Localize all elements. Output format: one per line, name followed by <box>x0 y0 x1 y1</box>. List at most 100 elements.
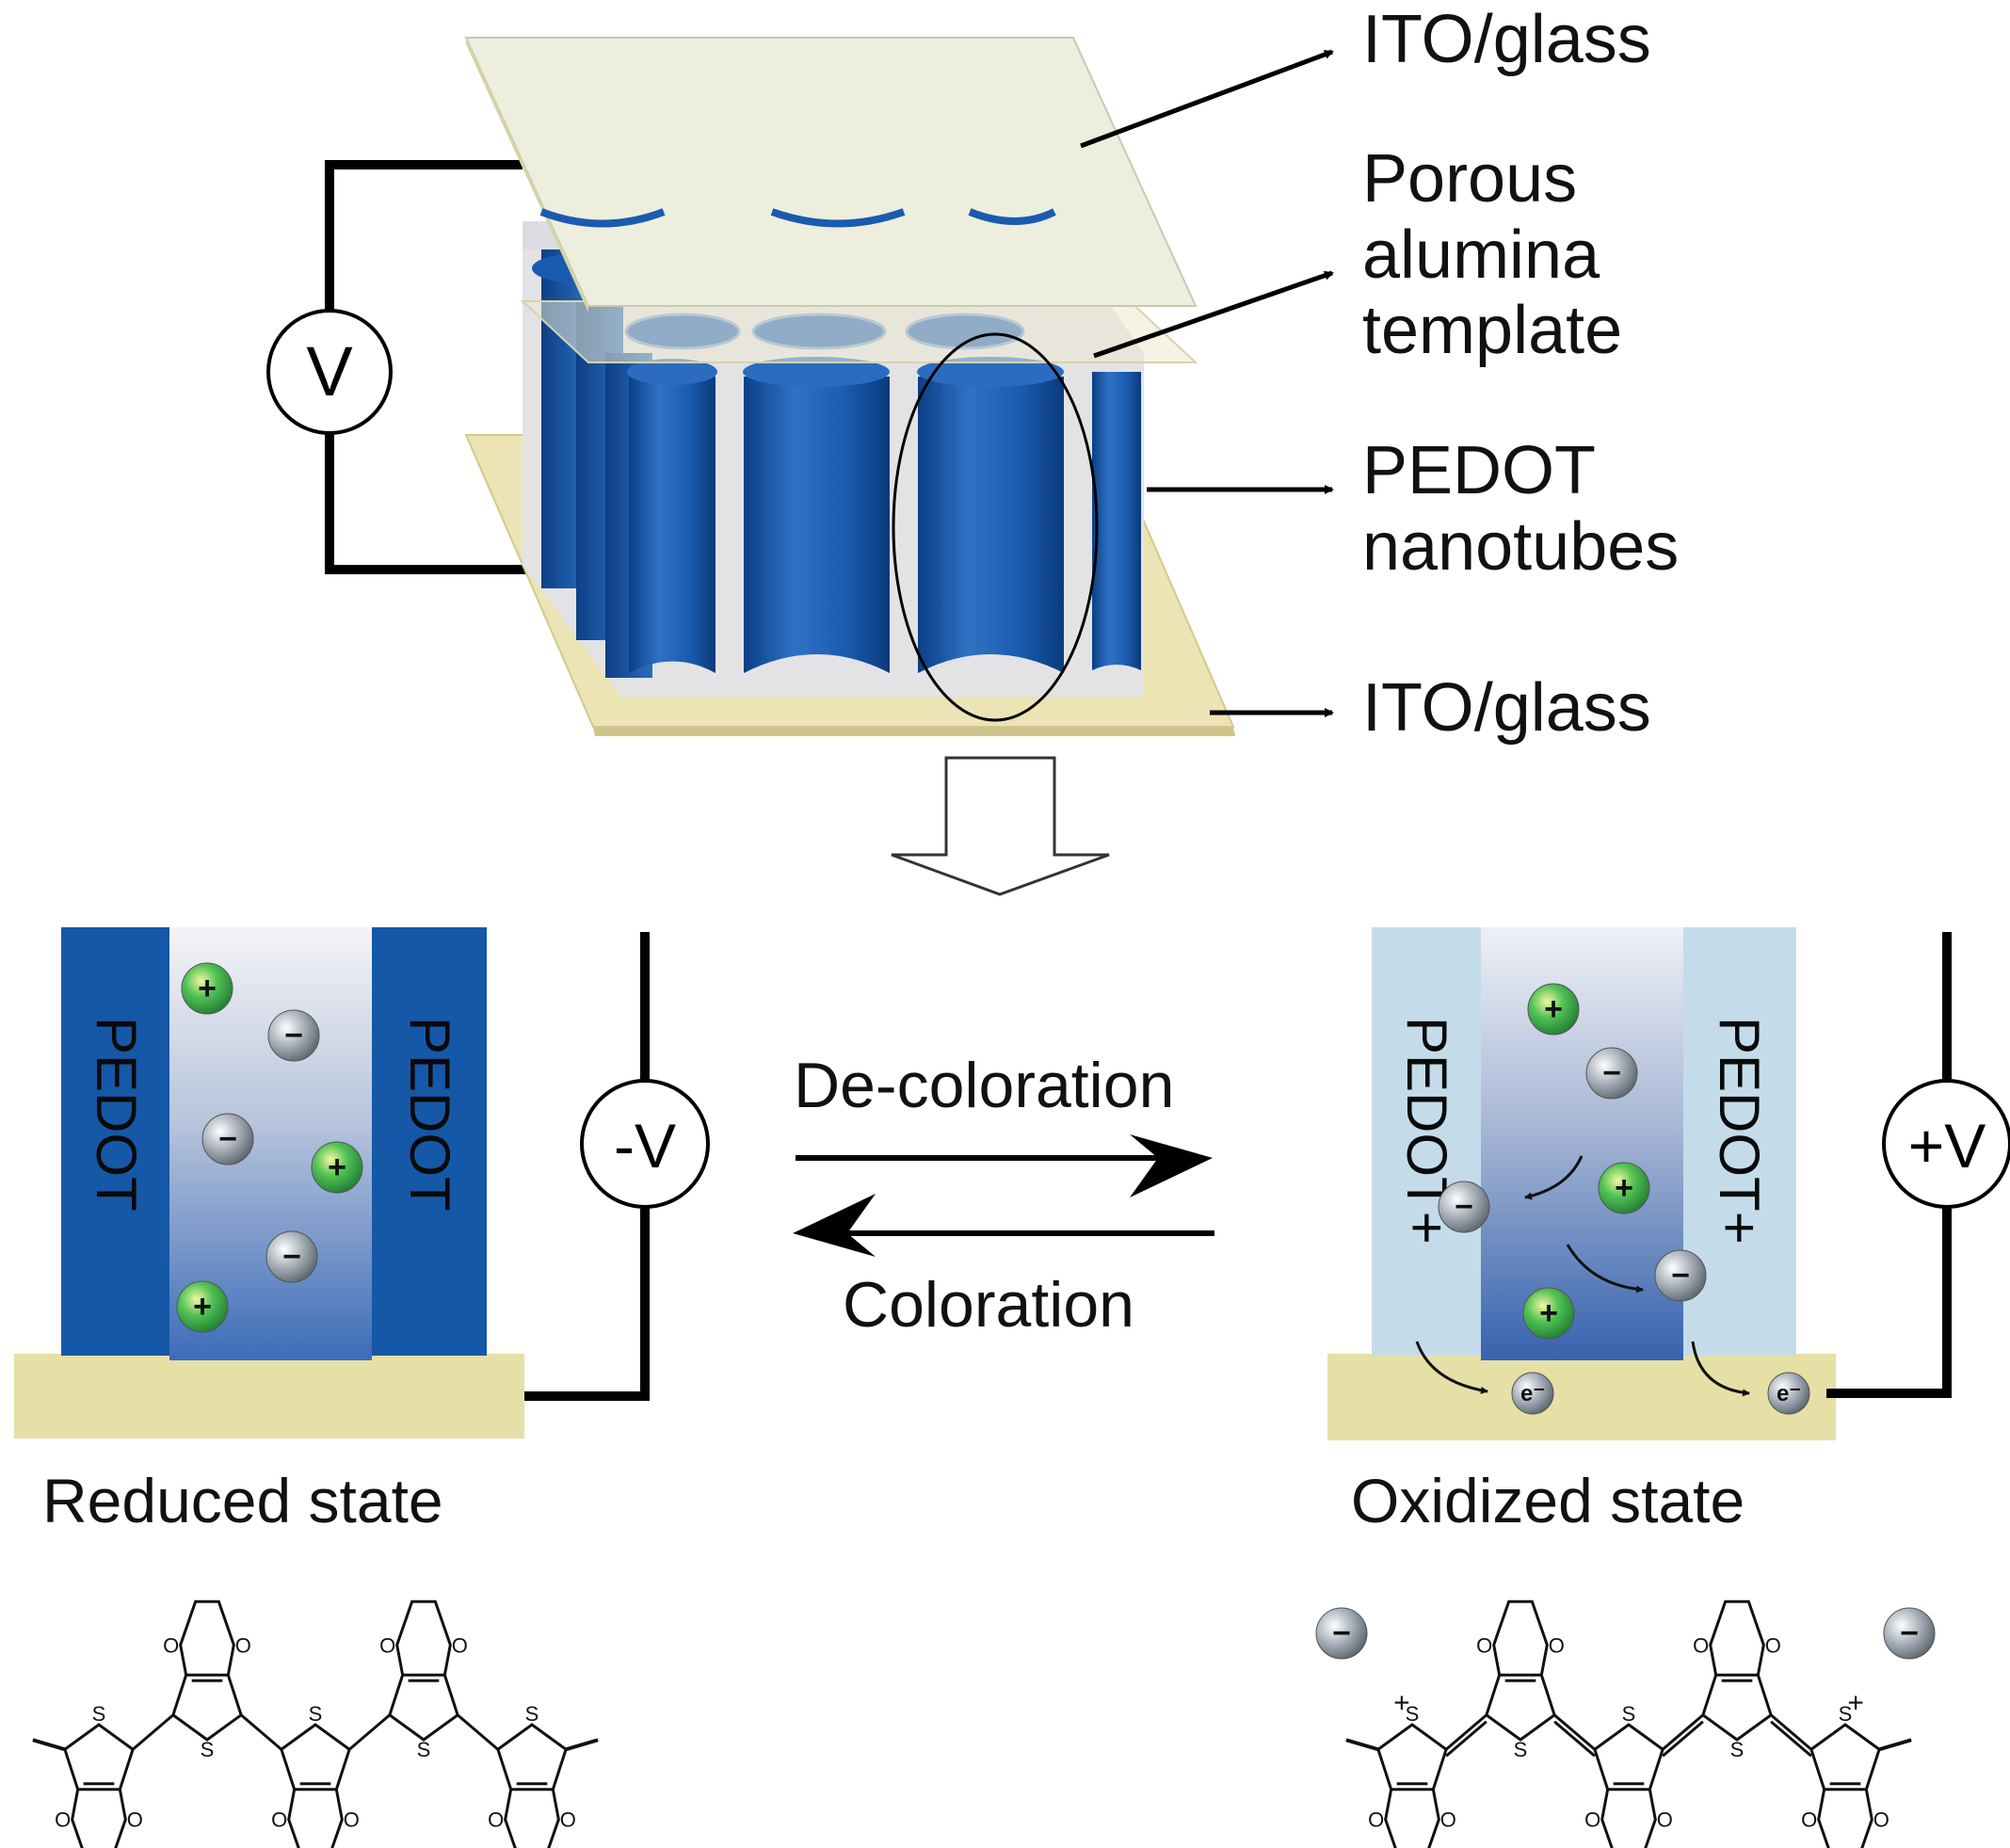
anion-path-arrow-1 <box>1524 1155 1584 1200</box>
arrow-ito-top <box>1080 49 1334 149</box>
sulfur-atom: S <box>1622 1702 1636 1726</box>
oxygen-atom: O <box>55 1808 71 1832</box>
cation-ion: + <box>1522 1287 1575 1340</box>
anion-ion: − <box>1438 1181 1490 1233</box>
oxygen-atom: O <box>452 1633 468 1657</box>
oxygen-atom: O <box>1549 1633 1565 1657</box>
oxidized-ito-substrate <box>1327 1354 1836 1440</box>
oxygen-atom: O <box>1801 1808 1817 1832</box>
anion-ion-symbol: − <box>1602 1055 1621 1091</box>
oxygen-atom: O <box>1657 1808 1673 1832</box>
reduced-pedot-left <box>61 927 169 1356</box>
electron-ion-symbol: e⁻ <box>1520 1381 1545 1406</box>
sulfur-atom: S <box>525 1702 539 1726</box>
anion-ion-symbol: − <box>284 1018 303 1053</box>
arrow-porous <box>1093 270 1334 359</box>
sulfur-atom: S <box>92 1702 106 1726</box>
nanotube-highlight-ellipse <box>892 332 1099 722</box>
oxygen-atom: O <box>1693 1633 1709 1657</box>
transition-down-arrow <box>891 756 1110 896</box>
oxygen-atom: O <box>1476 1633 1492 1657</box>
electron-ion: e⁻ <box>1511 1372 1554 1415</box>
voltmeter-top: V <box>266 309 393 435</box>
reduced-ito-substrate <box>14 1354 524 1438</box>
electron-ion-symbol: e⁻ <box>1777 1381 1801 1406</box>
anion-ion: − <box>1315 1607 1368 1660</box>
oxygen-atom: O <box>379 1633 395 1657</box>
sulfur-atom: S <box>1839 1702 1853 1726</box>
oxygen-atom: O <box>235 1633 251 1657</box>
oxygen-atom: O <box>1440 1808 1456 1832</box>
anion-ion-symbol: − <box>218 1121 237 1157</box>
cation-ion: + <box>311 1141 363 1194</box>
anion-ion-symbol: − <box>1671 1258 1690 1294</box>
anion-ion-symbol: − <box>1332 1615 1351 1651</box>
oxygen-atom: O <box>344 1808 360 1832</box>
oxygen-atom: O <box>1368 1808 1384 1832</box>
label-ito-glass-top: ITO/glass <box>1362 2 1651 77</box>
anion-ion: − <box>201 1113 254 1165</box>
oxidized-state-panel: PEDOT+ PEDOT+ +V <box>1327 927 2010 1440</box>
top-ito-glass-plate <box>464 37 1198 307</box>
label-porous-alumina-template: Porous alumina template <box>1362 141 1623 369</box>
sulfur-atom: S <box>1406 1702 1420 1726</box>
oxygen-atom: O <box>1765 1633 1781 1657</box>
cation-ion-symbol: + <box>198 971 217 1006</box>
label-reduced-state: Reduced state <box>42 1466 443 1535</box>
anion-ion: − <box>1654 1249 1707 1302</box>
label-pedot-nanotubes: PEDOT nanotubes <box>1362 433 1680 585</box>
cation-ion-symbol: + <box>1539 1295 1558 1331</box>
positive-charge: + <box>1847 1687 1864 1718</box>
sulfur-atom: S <box>1730 1738 1745 1761</box>
decoloration-arrowhead <box>1130 1134 1213 1197</box>
ions-layer: + − − + − + + − − + − + e⁻ e⁻ − − <box>176 962 1936 1660</box>
oxidized-pedot-right-label: PEDOT+ <box>1708 1017 1771 1245</box>
electron-path-arrow-2 <box>1691 1341 1750 1397</box>
electron-ion: e⁻ <box>1767 1372 1810 1415</box>
cation-ion: + <box>176 1280 229 1333</box>
oxygen-atom: O <box>1584 1808 1600 1832</box>
sulfur-atom: S <box>309 1702 323 1726</box>
anion-ion: − <box>265 1230 318 1283</box>
voltmeter-reduced: -V <box>580 1079 710 1209</box>
cation-ion-symbol: + <box>1544 991 1563 1027</box>
oxygen-atom: O <box>488 1808 504 1832</box>
anion-ion-symbol: − <box>1455 1189 1473 1225</box>
anion-ion: − <box>1883 1607 1936 1660</box>
anion-ion: − <box>267 1009 320 1062</box>
reduced-pedot-right <box>372 927 487 1356</box>
anion-ion-symbol: − <box>1900 1615 1919 1651</box>
reduced-pedot-right-label: PEDOT <box>398 1017 461 1212</box>
device-schematic: V <box>266 37 1334 736</box>
voltmeter-top-label: V <box>306 332 353 410</box>
anion-path-arrow-2 <box>1566 1244 1644 1294</box>
oxygen-atom: O <box>163 1633 179 1657</box>
cation-ion: + <box>1598 1162 1650 1214</box>
coloration-arrowhead <box>793 1194 876 1257</box>
cation-ion-symbol: + <box>1615 1170 1633 1206</box>
reduced-pedot-left-label: PEDOT <box>85 1017 148 1212</box>
label-oxidized-state: Oxidized state <box>1351 1466 1745 1535</box>
label-coloration: Coloration <box>843 1269 1134 1341</box>
sulfur-atom: S <box>1514 1738 1528 1761</box>
oxygen-atom: O <box>1873 1808 1889 1832</box>
anion-ion: − <box>1585 1047 1638 1100</box>
label-decoloration: De-coloration <box>794 1050 1175 1121</box>
cation-ion: + <box>181 962 233 1015</box>
oxidized-pedot-left <box>1372 927 1481 1356</box>
voltmeter-oxidized-label: +V <box>1908 1111 1986 1181</box>
pedot-oxidized-structure: S O O S O O S O O S O O S O O + + <box>1345 1599 1912 1848</box>
oxygen-atom: O <box>271 1808 287 1832</box>
voltmeter-reduced-label: -V <box>614 1111 676 1181</box>
sulfur-atom: S <box>417 1738 431 1761</box>
oxygen-atom: O <box>560 1808 576 1832</box>
sulfur-atom: S <box>201 1738 215 1761</box>
electron-path-arrow-1 <box>1415 1341 1488 1394</box>
cation-ion-symbol: + <box>328 1149 346 1185</box>
cation-ion: + <box>1527 983 1580 1036</box>
cation-ion-symbol: + <box>193 1289 212 1325</box>
anion-ion-symbol: − <box>282 1239 301 1275</box>
positive-charge: + <box>1393 1687 1410 1718</box>
